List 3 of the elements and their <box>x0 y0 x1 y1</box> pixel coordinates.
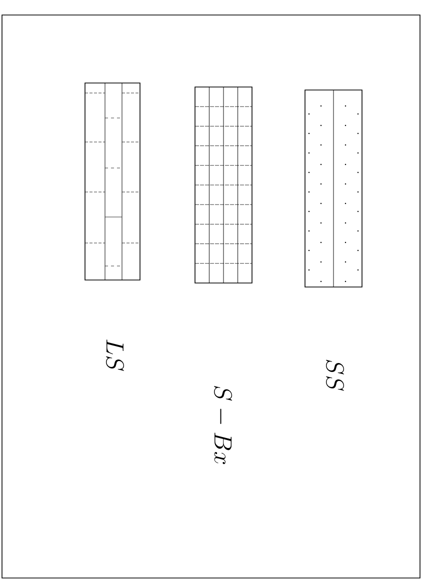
pattern-label: $SS$ <box>326 360 344 391</box>
pattern-label: $LS$ <box>106 340 124 371</box>
pattern-label: $S-Bx$ <box>214 386 232 464</box>
